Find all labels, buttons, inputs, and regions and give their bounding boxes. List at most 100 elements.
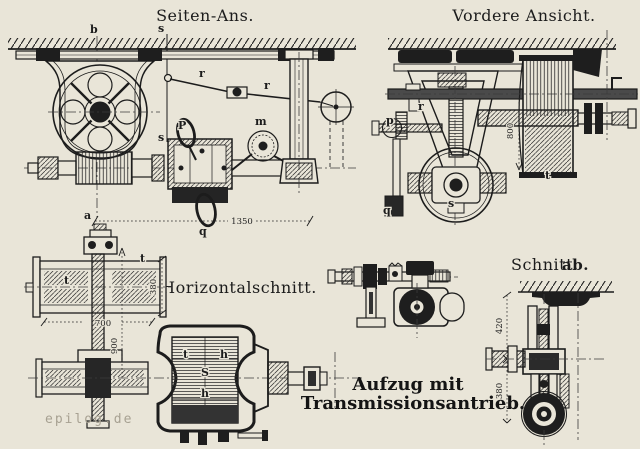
- casing-bolt: [218, 431, 229, 442]
- dim-420: 420: [495, 318, 505, 334]
- flywheel-spokes: [70, 82, 130, 142]
- drum-flange-bottom: [519, 172, 577, 178]
- label-h-lower: h: [201, 387, 209, 400]
- label-q: q: [199, 225, 207, 238]
- pulley-section: [112, 271, 156, 285]
- label-s-bottom: s: [158, 131, 164, 144]
- axle-coupling: [611, 111, 629, 126]
- shaft-knob-core: [308, 371, 316, 386]
- hanger-plate: [532, 292, 600, 306]
- shaft-tip: [319, 371, 328, 386]
- label-t-right: t: [140, 252, 146, 265]
- bracket-slot: [369, 292, 373, 314]
- casing-bolt: [198, 431, 207, 445]
- label-t-gear: t: [183, 348, 189, 361]
- hanger-pin: [537, 324, 550, 335]
- rod-pin: [540, 380, 548, 388]
- shaft-clip: [405, 83, 421, 91]
- label-r-right: r: [264, 79, 270, 92]
- detail-coupling: [341, 268, 353, 285]
- label-b: b: [90, 23, 98, 36]
- label-m: m: [255, 115, 267, 128]
- mount-base: [393, 63, 525, 72]
- mount-plate: [398, 50, 452, 63]
- label-s: s: [448, 197, 454, 210]
- dim-800: 800: [506, 123, 516, 139]
- shaft-coupling: [37, 156, 59, 180]
- lever-pin: [232, 87, 242, 97]
- coupling-disc: [584, 103, 592, 134]
- drum-rope-wraps: [525, 61, 571, 116]
- shaft-bottom-cap: [86, 420, 110, 429]
- dim-arrow-up: [118, 247, 126, 257]
- bolt: [199, 148, 205, 154]
- axle-end-cap: [627, 108, 637, 129]
- mount-plate: [456, 50, 514, 63]
- label-r: r: [418, 100, 424, 113]
- section-ab-title: Schnitt: [511, 255, 573, 274]
- hub-block-left: [407, 172, 433, 194]
- drum-support: [573, 49, 602, 77]
- pawl-shaft-end: [371, 120, 380, 136]
- chain-link-q: [195, 192, 217, 228]
- cap-stem: [411, 274, 429, 289]
- pulley-section: [44, 271, 88, 285]
- dim-900: 900: [110, 338, 120, 354]
- front-view-title: Vordere Ansicht.: [451, 6, 595, 25]
- wheel-hub: [89, 101, 111, 123]
- drain-pipe: [237, 432, 265, 439]
- crank-handle: [611, 77, 622, 90]
- label-s-top: s: [158, 22, 164, 35]
- ratchet-wheel: [247, 130, 279, 162]
- bearing-cap: [406, 261, 434, 275]
- label-t: t: [545, 169, 551, 182]
- dim-tick: [157, 309, 167, 317]
- drum-axle: [477, 109, 579, 127]
- oil-sump: [172, 405, 238, 423]
- shaft-segment-right: [231, 159, 285, 177]
- drain-plug: [262, 430, 268, 441]
- rail-clamp: [36, 48, 60, 61]
- rail-clamp: [318, 48, 334, 61]
- control-rod: [392, 138, 401, 197]
- pulley-section: [45, 379, 81, 386]
- drive-plan-detail: [327, 261, 465, 338]
- dim-arrow-bottom: [502, 418, 512, 424]
- dim-700: 700: [95, 319, 111, 329]
- control-handle: [384, 195, 404, 217]
- hanger-bar: [527, 305, 538, 351]
- label-q: q: [383, 204, 391, 217]
- ceiling-hatch: [520, 281, 612, 292]
- caption-line2: Transmissionsantrieb.: [301, 393, 525, 414]
- watermark: epilog.de: [45, 412, 133, 427]
- hanger-bar: [548, 305, 559, 351]
- label-p: p: [386, 114, 394, 127]
- dim-380: 380: [149, 279, 159, 295]
- shaft-end: [27, 162, 39, 174]
- ceiling-hatch: [388, 38, 616, 49]
- bearing-core: [529, 353, 559, 370]
- worm-coupling: [267, 361, 289, 395]
- dim-tick: [148, 317, 156, 327]
- dim-tick: [157, 255, 167, 263]
- threaded-spindle: [448, 86, 464, 158]
- horizontal-title: Horizontalschnitt.: [161, 278, 317, 297]
- threaded-end: [429, 269, 449, 283]
- figure-caption: Aufzug mit Transmissionsantrieb.: [301, 374, 525, 414]
- bolt: [178, 165, 184, 171]
- horizontal-section-view: Horizontalschnitt. t t 380: [24, 223, 362, 445]
- belt-drum: [75, 151, 133, 185]
- dim-380: 380: [495, 383, 505, 399]
- section-ab-title-mark: ab.: [562, 256, 589, 274]
- side-view-title: Seiten-Ans.: [156, 6, 254, 25]
- lever-rod-r2: [246, 93, 321, 103]
- shaft-hanger-r: [408, 98, 420, 112]
- detail-clutch-block: [363, 264, 377, 289]
- section-ab-view: Schnitt ab. 420 380: [485, 255, 614, 446]
- stub-shaft: [25, 282, 34, 293]
- eye-center: [541, 411, 547, 417]
- label-a: a: [84, 209, 91, 222]
- label-S-worm: S: [201, 366, 209, 379]
- ratchet-hub: [258, 141, 268, 151]
- shaft-segment: [57, 160, 77, 176]
